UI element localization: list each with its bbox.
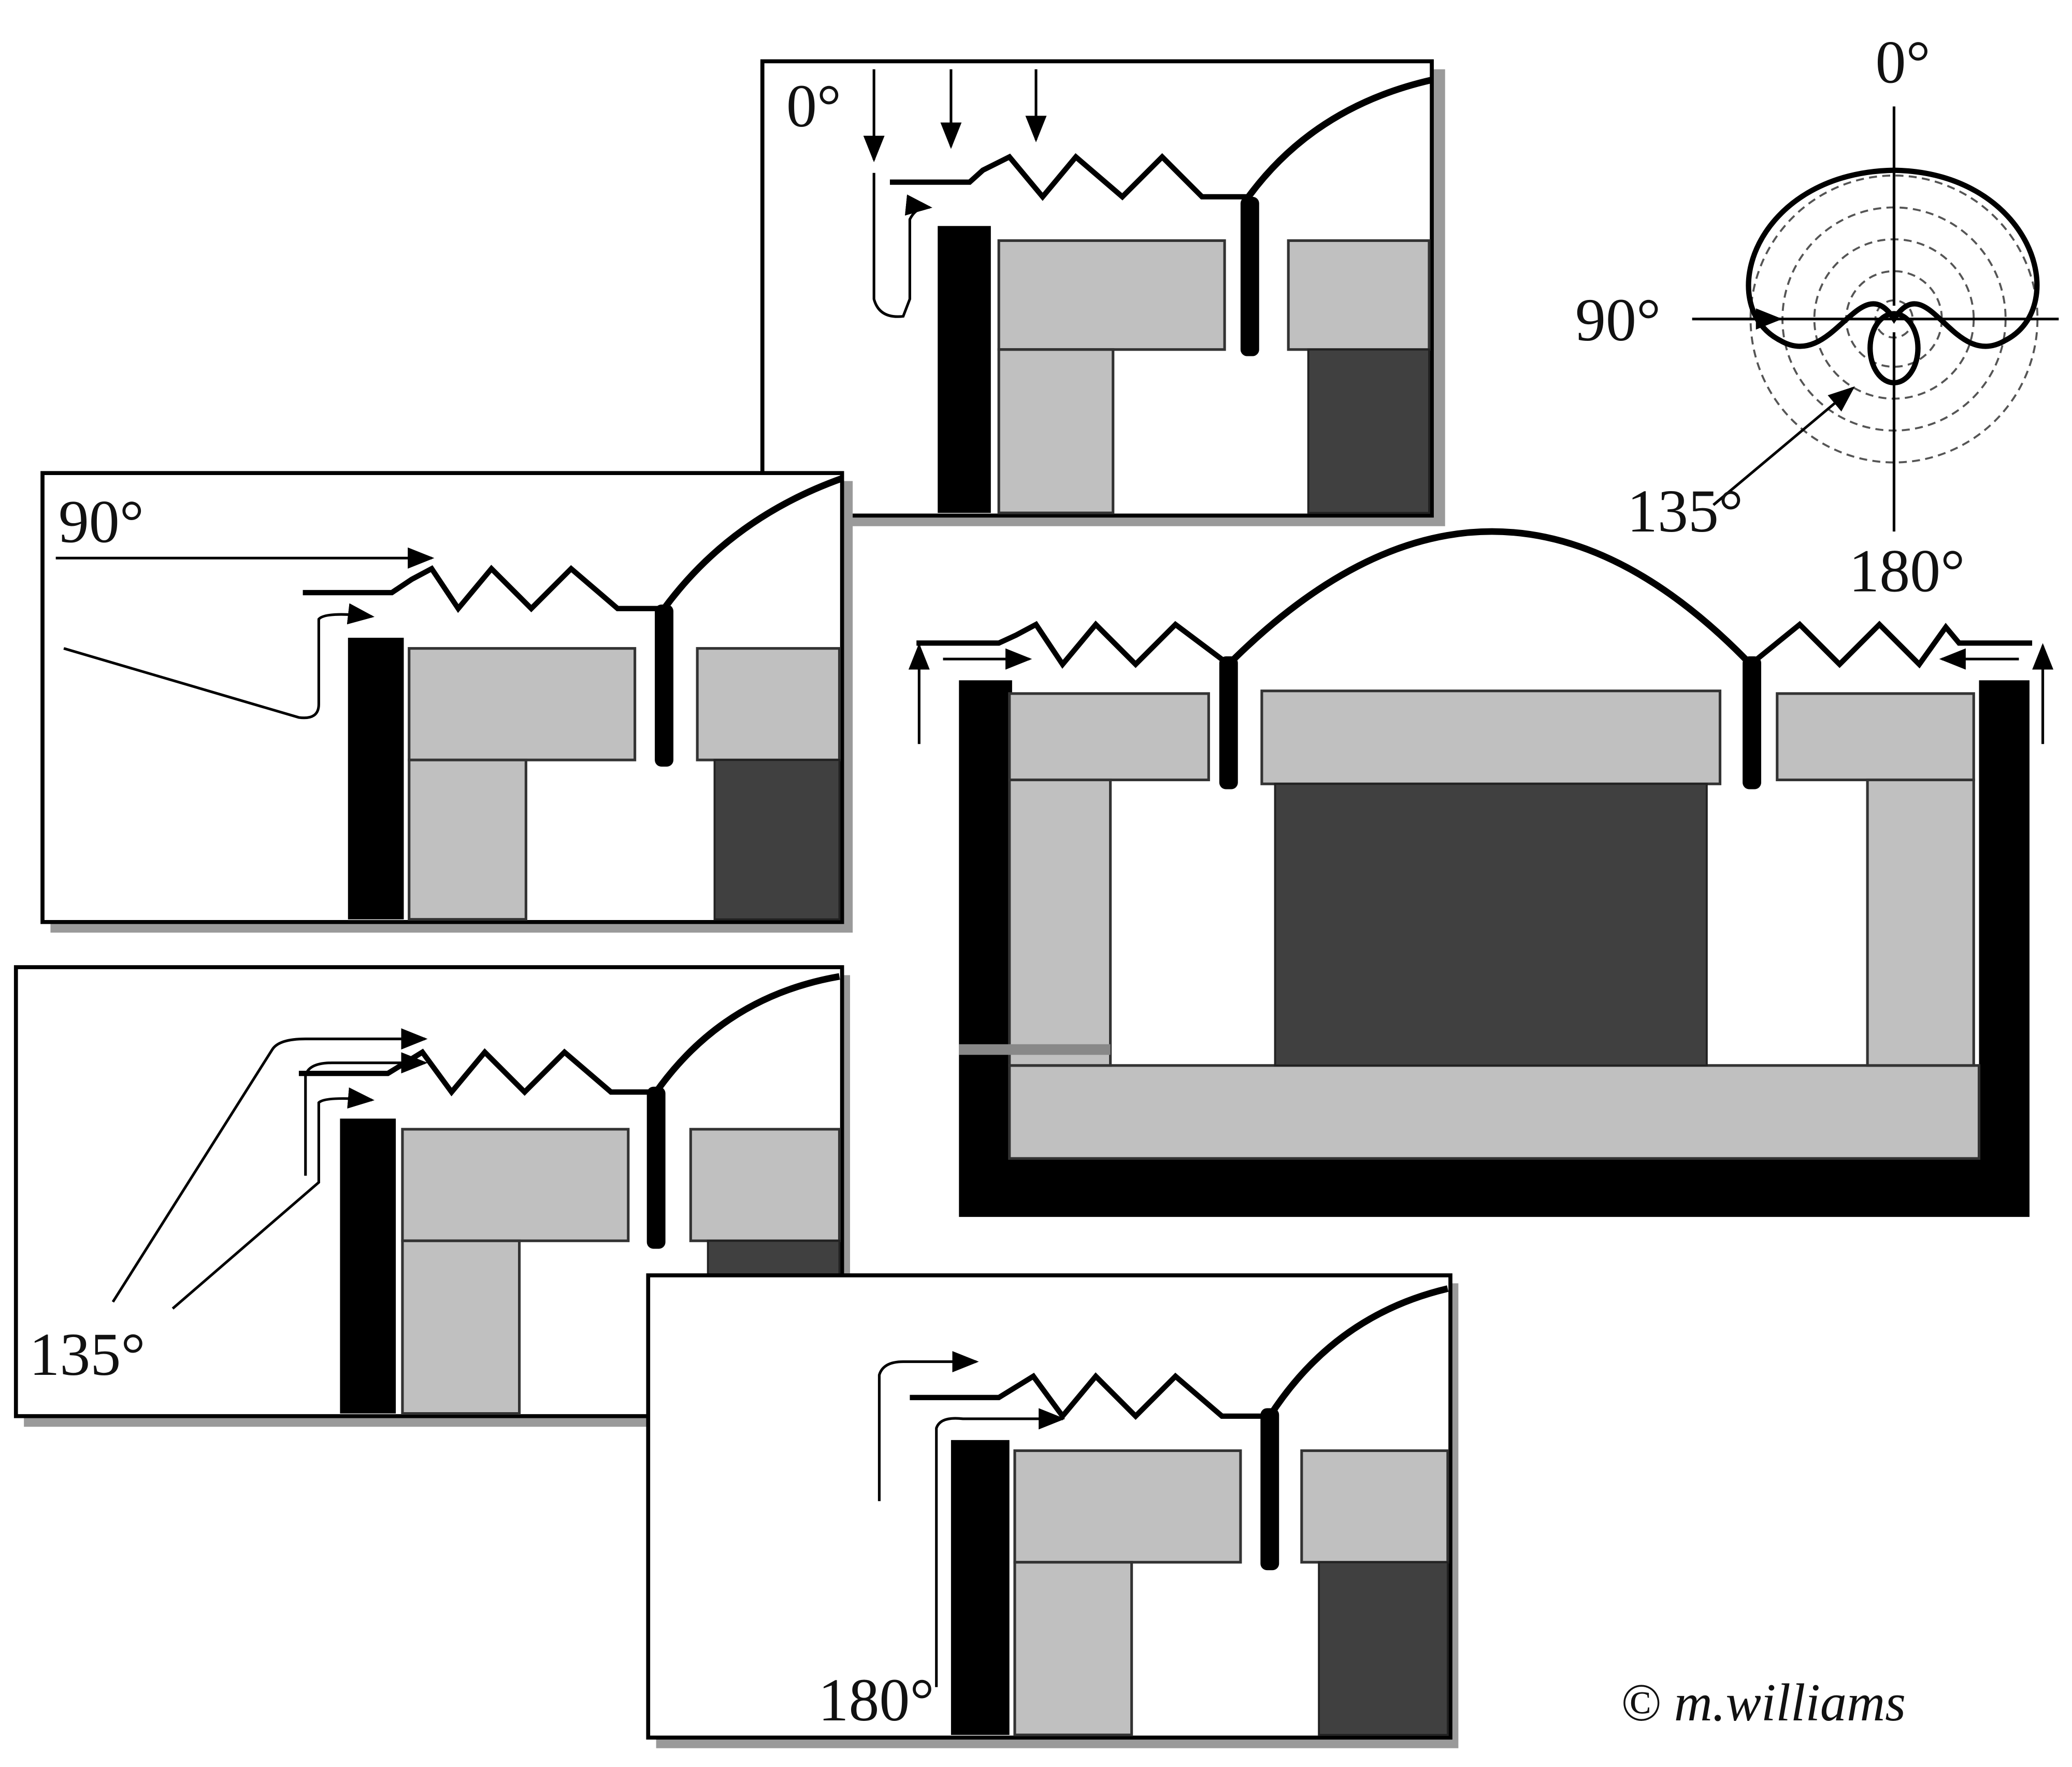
surround-0 (889, 153, 1249, 201)
voice-coil-0 (1240, 196, 1259, 356)
bottom-plate (1008, 1064, 1981, 1160)
magnet-0 (1307, 348, 1430, 514)
left-top-plate (1008, 692, 1210, 782)
polar-label-180: 180° (1849, 537, 1965, 605)
panel-label-135deg: 135° (29, 1320, 145, 1388)
panel-label-0deg: 0° (786, 72, 841, 140)
dome (1226, 528, 1753, 667)
polar-label-90: 90° (1575, 286, 1661, 354)
top-plate-right-0 (1287, 239, 1431, 351)
panel-0deg: 0° (760, 59, 1445, 526)
basket-frame (959, 680, 2030, 1217)
center-top-plate (1260, 689, 1722, 785)
left-pole (1008, 778, 1112, 1067)
cardioid-pattern (1746, 167, 2040, 349)
cone-0 (1246, 76, 1433, 199)
panel-label-180deg: 180° (818, 1666, 934, 1734)
panel-135deg: 135° (13, 965, 851, 1427)
rear-lobe (1867, 311, 1921, 385)
center-magnet (1274, 783, 1708, 1067)
copyright: © m.williams (1620, 1674, 1906, 1732)
driver-cross-section (908, 528, 2054, 1217)
right-pole (1866, 778, 1975, 1067)
panel-90deg: 90° (40, 471, 853, 933)
polar-label-0: 0° (1876, 28, 1931, 96)
frame-basket-0 (938, 226, 991, 513)
panel-label-90deg: 90° (59, 488, 144, 556)
pole-0 (997, 348, 1115, 514)
polar-plot: 0° 90° 135° 180° (1575, 28, 2059, 605)
right-top-plate (1776, 692, 1975, 782)
polar-label-135: 135° (1627, 477, 1743, 545)
panel-180deg: 180° (646, 1273, 1459, 1748)
voice-coil-right (1743, 656, 1761, 789)
voice-coil-left (1219, 656, 1238, 789)
top-plate-0 (997, 239, 1226, 351)
